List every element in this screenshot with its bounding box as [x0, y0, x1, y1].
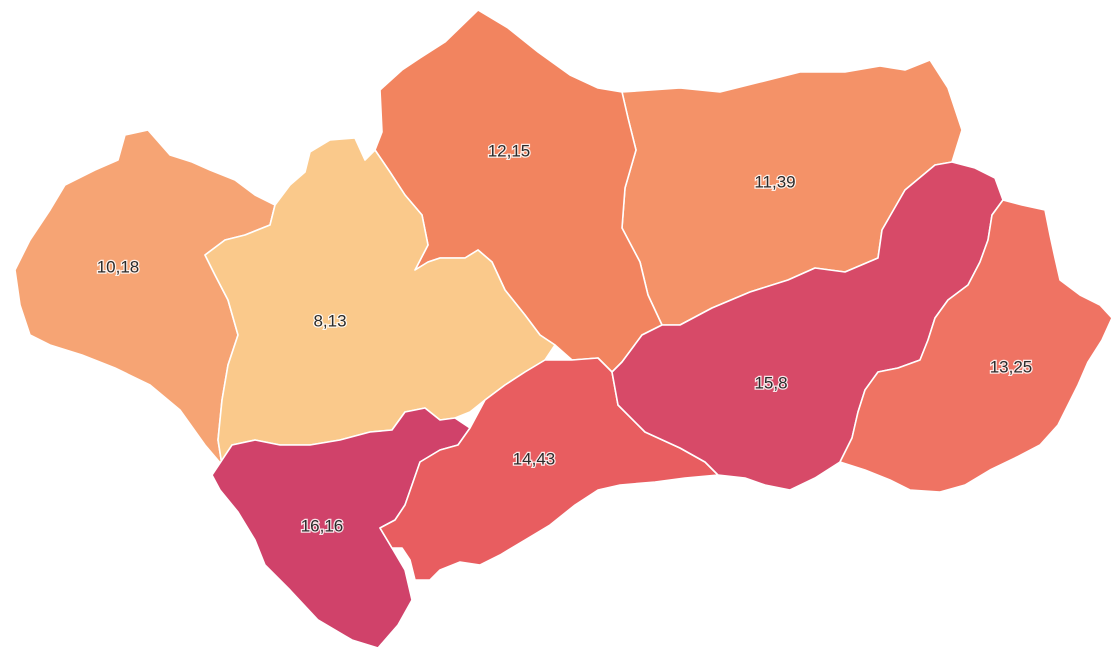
regions-layer	[14, 9, 1113, 649]
region-malaga[interactable]	[379, 357, 719, 581]
region-almeria[interactable]	[839, 199, 1113, 493]
